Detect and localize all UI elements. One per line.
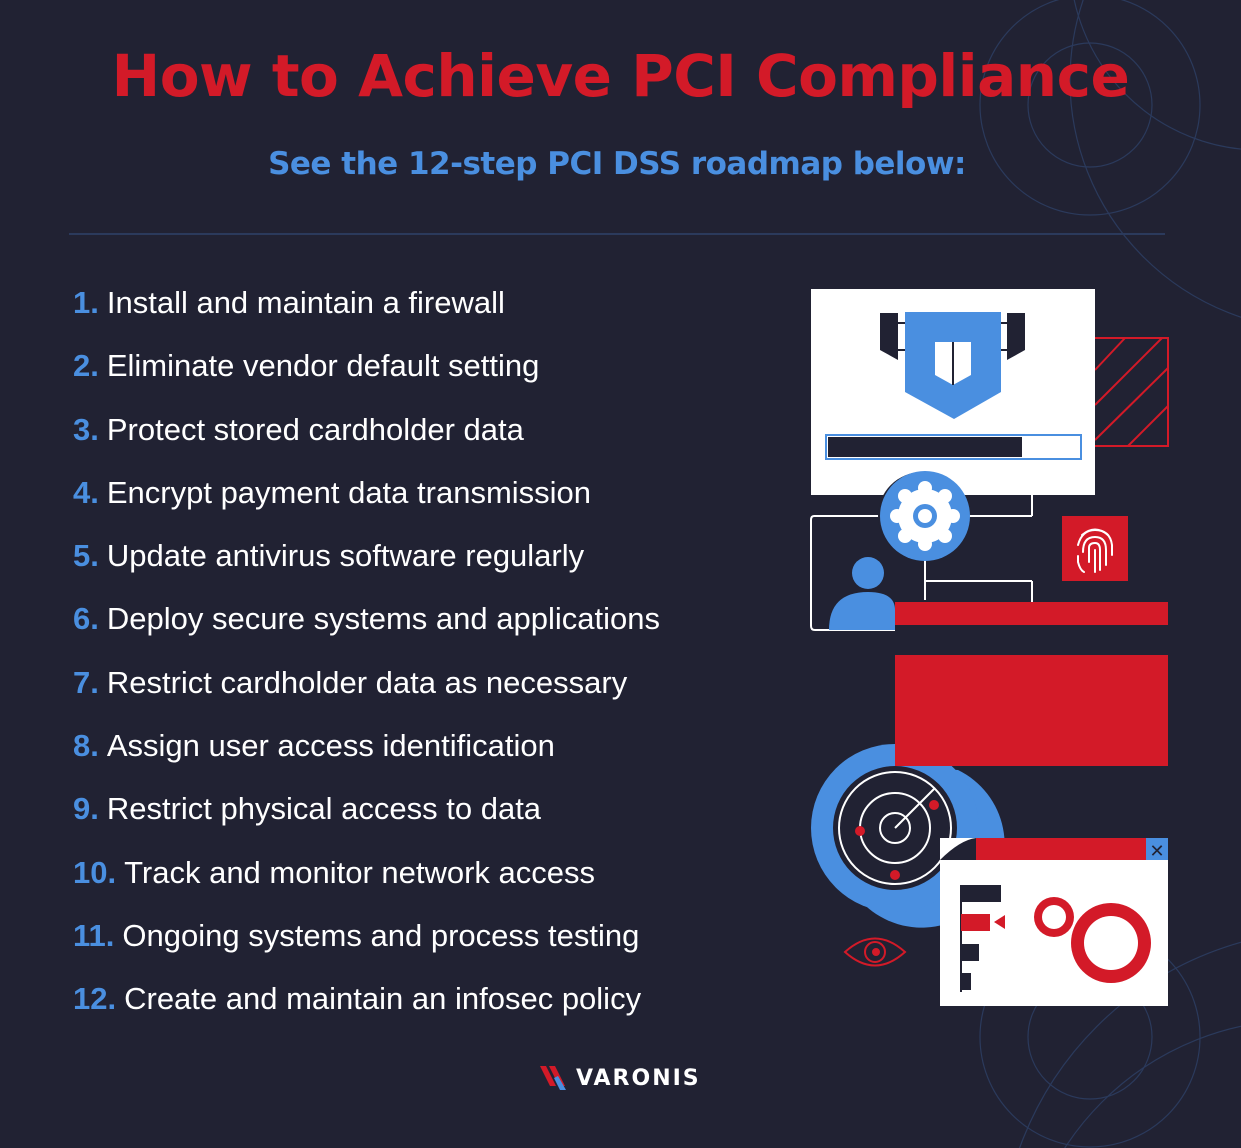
user-icon bbox=[829, 557, 895, 630]
step-item: 2.Eliminate vendor default setting bbox=[73, 343, 660, 406]
step-number: 1. bbox=[73, 285, 99, 320]
step-text: Restrict physical access to data bbox=[106, 791, 542, 827]
step-number: 2. bbox=[73, 348, 99, 384]
hatched-box-icon bbox=[1089, 337, 1169, 447]
step-number: 8. bbox=[73, 728, 99, 764]
step-number: 3. bbox=[73, 411, 99, 447]
security-illustration: ✕ bbox=[810, 289, 1169, 1006]
step-text: Restrict cardholder data as necessary bbox=[106, 664, 628, 700]
step-number: 4. bbox=[73, 474, 99, 510]
divider bbox=[69, 233, 1165, 235]
step-item: 7.Restrict cardholder data as necessary bbox=[73, 660, 660, 723]
page-title: How to Achieve PCI Compliance bbox=[111, 42, 1130, 110]
steps-list: 1.Install and maintain a firewall 2.Elim… bbox=[73, 280, 660, 1040]
step-text: Ongoing systems and process testing bbox=[122, 917, 640, 953]
step-text: Create and maintain an infosec policy bbox=[124, 981, 642, 1017]
step-number: 12. bbox=[73, 981, 117, 1017]
progress-bar bbox=[825, 434, 1082, 460]
radar-icon bbox=[811, 655, 1168, 928]
step-item: 11.Ongoing systems and process testing bbox=[73, 913, 660, 976]
fingerprint-icon bbox=[1062, 516, 1128, 581]
gear-icon bbox=[878, 471, 970, 561]
step-number: 5. bbox=[73, 538, 99, 574]
close-icon: ✕ bbox=[1149, 841, 1164, 862]
step-item: 5.Update antivirus software regularly bbox=[73, 533, 660, 596]
step-number: 9. bbox=[73, 791, 99, 827]
step-number: 10. bbox=[73, 854, 117, 890]
step-item: 12.Create and maintain an infosec policy bbox=[73, 976, 660, 1039]
step-item: 4.Encrypt payment data transmission bbox=[73, 470, 660, 533]
brand-logo: VARONIS bbox=[538, 1064, 701, 1092]
step-text: Protect stored cardholder data bbox=[106, 411, 524, 447]
step-item: 3.Protect stored cardholder data bbox=[73, 407, 660, 470]
step-number: 11. bbox=[73, 917, 115, 953]
step-item: 9.Restrict physical access to data bbox=[73, 786, 660, 849]
step-text: Encrypt payment data transmission bbox=[106, 474, 592, 510]
step-text: Install and maintain a firewall bbox=[106, 285, 505, 320]
red-bar bbox=[895, 602, 1168, 625]
brand-name: VARONIS bbox=[576, 1065, 701, 1091]
page-subtitle: See the 12-step PCI DSS roadmap below: bbox=[268, 146, 966, 182]
varonis-logo-icon bbox=[540, 1066, 566, 1090]
step-text: Update antivirus software regularly bbox=[106, 538, 585, 574]
step-text: Track and monitor network access bbox=[124, 854, 596, 890]
step-item: 8.Assign user access identification bbox=[73, 723, 660, 786]
step-number: 7. bbox=[73, 664, 99, 700]
step-number: 6. bbox=[73, 601, 99, 637]
eye-icon bbox=[843, 937, 907, 967]
step-item: 1.Install and maintain a firewall bbox=[73, 280, 660, 343]
step-text: Deploy secure systems and applications bbox=[106, 601, 660, 637]
step-item: 6.Deploy secure systems and applications bbox=[73, 596, 660, 659]
window-with-gears-icon bbox=[940, 838, 1168, 1006]
shield-icon bbox=[880, 312, 1025, 419]
step-item: 10.Track and monitor network access bbox=[73, 850, 660, 913]
step-text: Assign user access identification bbox=[106, 728, 555, 764]
step-text: Eliminate vendor default setting bbox=[106, 348, 540, 384]
